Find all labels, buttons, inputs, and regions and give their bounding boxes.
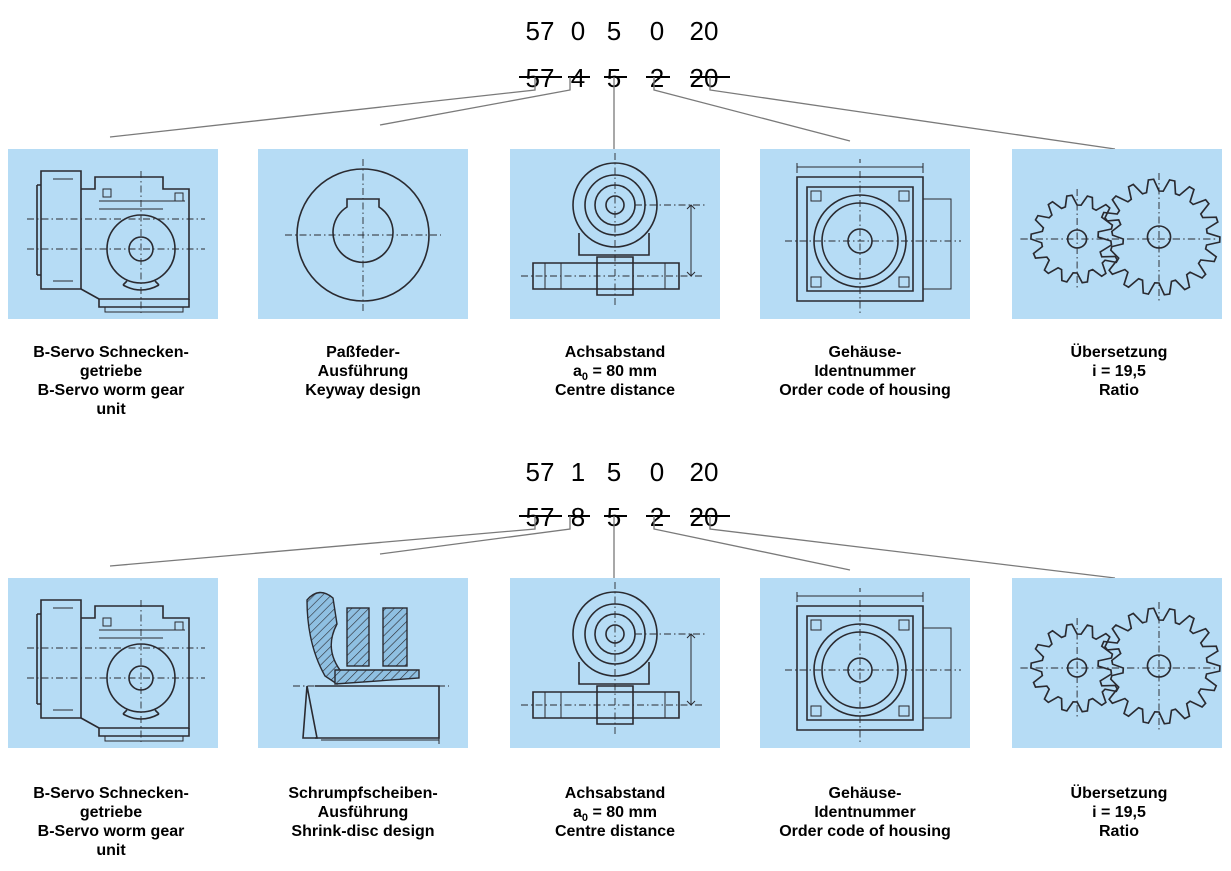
code-top-part: 0 xyxy=(571,16,585,46)
drawing-panel xyxy=(1012,149,1222,319)
gear-ratio-drawing xyxy=(1020,173,1221,301)
panel-background xyxy=(760,149,970,319)
panel-label-line: Order code of housing xyxy=(779,382,951,399)
panel-label-line: Ausführung xyxy=(318,363,409,380)
leader-line xyxy=(379,77,571,126)
panel-label-line: Achsabstand xyxy=(565,785,665,802)
drawing-panel xyxy=(760,149,970,319)
leader-line xyxy=(653,77,851,142)
code-top-part: 0 xyxy=(650,457,664,487)
leader-line xyxy=(709,77,1116,150)
leader-line xyxy=(109,516,536,567)
drawing-panel xyxy=(510,578,720,748)
panel-label-line: B-Servo worm gear xyxy=(38,382,185,399)
panel-label-line: a0 = 80 mm xyxy=(573,804,657,824)
panel-label-line: Achsabstand xyxy=(565,344,665,361)
panel-label-line: Ausführung xyxy=(318,804,409,821)
panel-label-line: Paßfeder- xyxy=(326,344,400,361)
code-top-part: 20 xyxy=(690,16,719,46)
drawing-panel xyxy=(510,149,720,319)
drawing-panel xyxy=(258,578,468,748)
panel-label-line: Centre distance xyxy=(555,823,675,840)
drawing-panel xyxy=(8,149,218,319)
panel-label-line: Ratio xyxy=(1099,823,1139,840)
leader-line xyxy=(653,516,851,571)
panel-background xyxy=(8,149,218,319)
code-top-part: 1 xyxy=(571,457,585,487)
panel-label-line: Gehäuse- xyxy=(829,785,902,802)
panel-label-line: a0 = 80 mm xyxy=(573,363,657,383)
leader-line xyxy=(709,516,1116,579)
panel-background xyxy=(510,578,720,748)
panel-label-line: Übersetzung xyxy=(1071,783,1168,802)
panel-label-line: Gehäuse- xyxy=(829,344,902,361)
panel-label-line: B-Servo Schnecken- xyxy=(33,785,189,802)
panel-label-line: Schrumpfscheiben- xyxy=(288,785,437,802)
code-top-part: 0 xyxy=(650,16,664,46)
panel-label-line: Keyway design xyxy=(305,382,421,399)
panel-label-line: B-Servo worm gear xyxy=(38,823,185,840)
leader-line xyxy=(109,77,536,138)
panel-label-line: Identnummer xyxy=(814,804,915,821)
leader-line xyxy=(379,516,571,555)
panel-label-line: Identnummer xyxy=(814,363,915,380)
panel-label-line: Order code of housing xyxy=(779,823,951,840)
panel-label-line: i = 19,5 xyxy=(1092,363,1146,380)
panel-label-line: getriebe xyxy=(80,363,142,380)
panel-label-line: unit xyxy=(96,842,126,859)
panel-background xyxy=(1012,578,1222,748)
panel-background xyxy=(1012,149,1222,319)
drawing-panel xyxy=(760,578,970,748)
panel-label-line: unit xyxy=(96,401,126,418)
drawing-panel xyxy=(8,578,218,748)
panel-label-line: Ratio xyxy=(1099,382,1139,399)
panel-label-line: Shrink-disc design xyxy=(291,823,434,840)
panel-label-line: Centre distance xyxy=(555,382,675,399)
code-top-part: 5 xyxy=(607,16,621,46)
code-top-part: 20 xyxy=(690,457,719,487)
panel-label-line: Übersetzung xyxy=(1071,342,1168,361)
panel-background xyxy=(760,578,970,748)
drawing-panel xyxy=(258,149,468,319)
code-top-part: 57 xyxy=(526,457,555,487)
code-top-part: 5 xyxy=(607,457,621,487)
panel-label-line: i = 19,5 xyxy=(1092,804,1146,821)
panel-label-line: B-Servo Schnecken- xyxy=(33,344,189,361)
code-top-part: 57 xyxy=(526,16,555,46)
panel-background xyxy=(510,149,720,319)
panel-label-line: getriebe xyxy=(80,804,142,821)
gear-ratio-drawing xyxy=(1020,602,1221,730)
panel-background xyxy=(8,578,218,748)
drawing-panel xyxy=(1012,578,1222,748)
